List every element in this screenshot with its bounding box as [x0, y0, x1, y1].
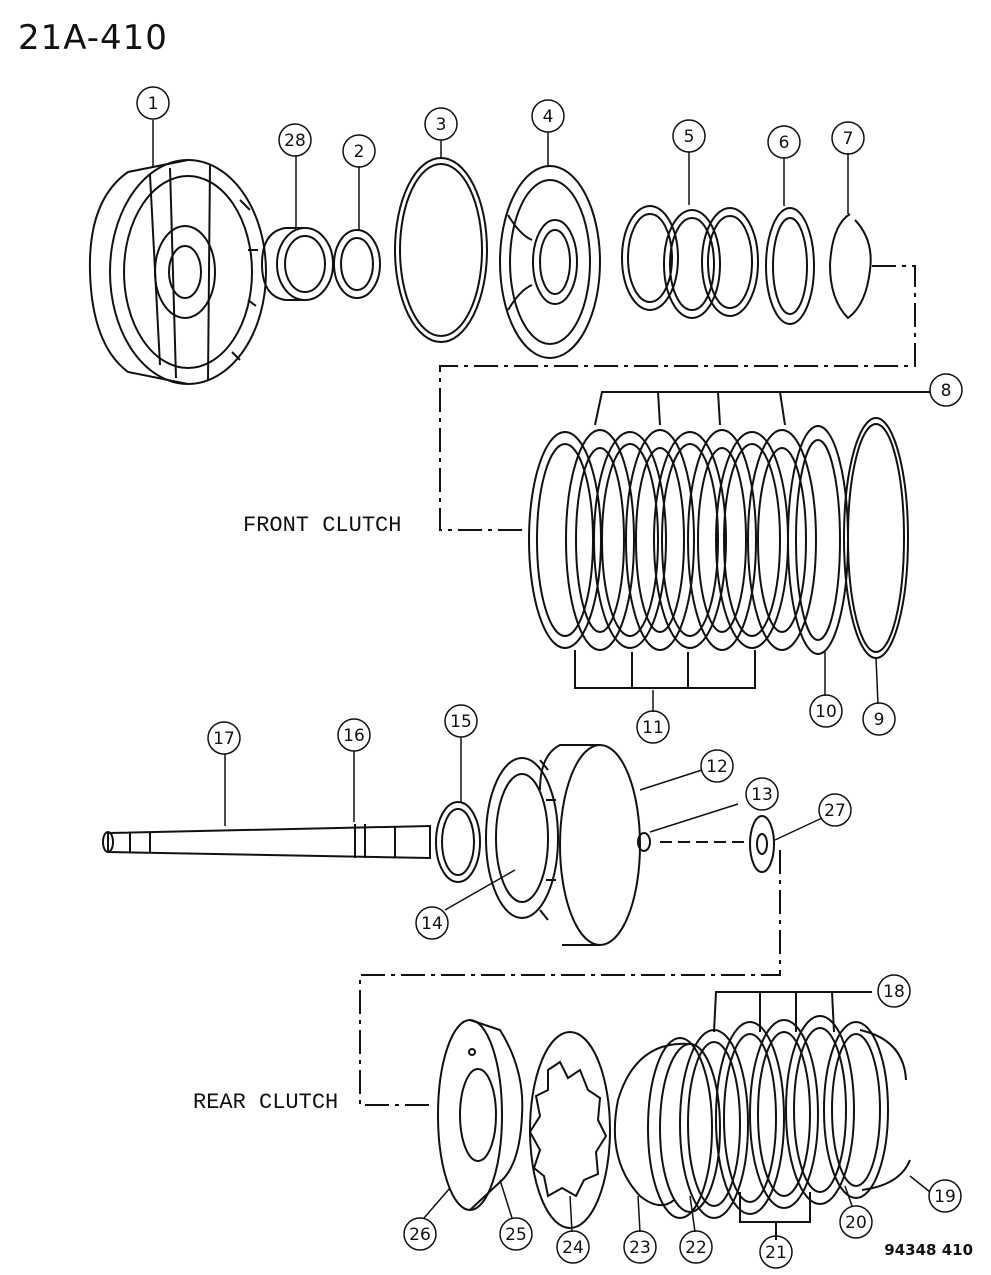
callout-6-text: 6 [779, 133, 790, 153]
part-6-retainer [765, 207, 815, 325]
part-3-seal [394, 157, 488, 343]
callout-23-text: 23 [629, 1238, 651, 1258]
callout-3 [424, 107, 458, 141]
callout-13-text: 13 [751, 785, 773, 805]
callout-17-text: 17 [213, 729, 235, 749]
part-28-bushing [260, 227, 334, 301]
callout-22 [679, 1230, 713, 1264]
callout-9 [862, 702, 896, 736]
callout-16-text: 16 [343, 726, 365, 746]
callout-1-text: 1 [148, 94, 159, 114]
callout-1 [136, 86, 170, 120]
diagram-title: 21A-410 [18, 18, 168, 58]
callout-8 [929, 373, 963, 407]
front-clutch-label: FRONT CLUTCH [243, 513, 402, 538]
callout-18-text: 18 [883, 982, 905, 1002]
callout-12-text: 12 [706, 757, 728, 777]
callout-28-text: 28 [284, 131, 306, 151]
callout-21 [759, 1235, 793, 1269]
part-4-piston [499, 165, 601, 359]
callout-circles: 1 28 2 3 4 5 6 7 8 11 10 9 17 16 15 12 1… [136, 86, 963, 1269]
callout-20-text: 20 [845, 1213, 867, 1233]
leader-rear-clutch [359, 850, 781, 1106]
callout-2 [342, 134, 376, 168]
callout-23 [623, 1230, 657, 1264]
rear-clutch-discs [647, 1015, 911, 1219]
bracket-21 [739, 1192, 811, 1240]
callout-4-text: 4 [543, 107, 554, 127]
callout-15-text: 15 [450, 712, 472, 732]
callout-24 [556, 1230, 590, 1264]
callout-21-text: 21 [765, 1243, 787, 1263]
callout-16 [337, 718, 371, 752]
callout-5 [672, 119, 706, 153]
part-13-seal [637, 832, 651, 852]
callout-14 [415, 906, 449, 940]
callout-19 [928, 1179, 962, 1213]
bracket-18 [713, 991, 872, 1033]
callout-14-text: 14 [421, 914, 443, 934]
part-23-ring [613, 1042, 691, 1207]
callout-7 [831, 121, 865, 155]
rear-clutch-label: REAR CLUTCH [193, 1090, 339, 1115]
leader-front-clutch [439, 265, 916, 531]
callout-25-text: 25 [505, 1225, 527, 1245]
callout-26 [403, 1217, 437, 1251]
callout-8-text: 8 [941, 381, 952, 401]
part-12-retainer [485, 744, 641, 946]
part-2-washer [333, 229, 381, 299]
callout-10-text: 10 [815, 702, 837, 722]
callout-25 [499, 1217, 533, 1251]
callout-13 [745, 777, 779, 811]
figure-code: 94348 410 [884, 1241, 973, 1259]
callout-7-text: 7 [843, 129, 854, 149]
bracket-11 [574, 650, 756, 689]
callout-22-text: 22 [685, 1238, 707, 1258]
part-26-piston [437, 1019, 524, 1211]
part-17-shaft [102, 824, 431, 860]
callout-leaders [152, 120, 931, 1233]
part-7-snapring [828, 213, 872, 320]
callout-3-text: 3 [436, 115, 447, 135]
callout-11 [636, 710, 670, 744]
callout-20 [839, 1205, 873, 1239]
callout-10 [809, 694, 843, 728]
part-1-retainer [88, 159, 267, 385]
callout-27-text: 27 [824, 801, 846, 821]
callout-19-text: 19 [934, 1187, 956, 1207]
callout-11-text: 11 [642, 718, 664, 738]
callout-26-text: 26 [409, 1225, 431, 1245]
callout-4 [531, 99, 565, 133]
callout-5-text: 5 [684, 127, 695, 147]
callout-27 [818, 793, 852, 827]
callout-17 [207, 721, 241, 755]
part-5-springs [621, 205, 759, 319]
bracket-8 [594, 391, 930, 426]
part-15-seal [435, 801, 481, 883]
callout-18 [877, 974, 911, 1008]
callout-28 [278, 123, 312, 157]
callout-15 [444, 704, 478, 738]
callout-24-text: 24 [562, 1238, 584, 1258]
part-27-washer [749, 815, 775, 873]
front-clutch-discs [528, 417, 909, 659]
callout-6 [767, 125, 801, 159]
callout-2-text: 2 [354, 142, 365, 162]
callout-12 [700, 749, 734, 783]
part-24-wave-plate [528, 1031, 611, 1229]
callout-9-text: 9 [874, 710, 885, 730]
